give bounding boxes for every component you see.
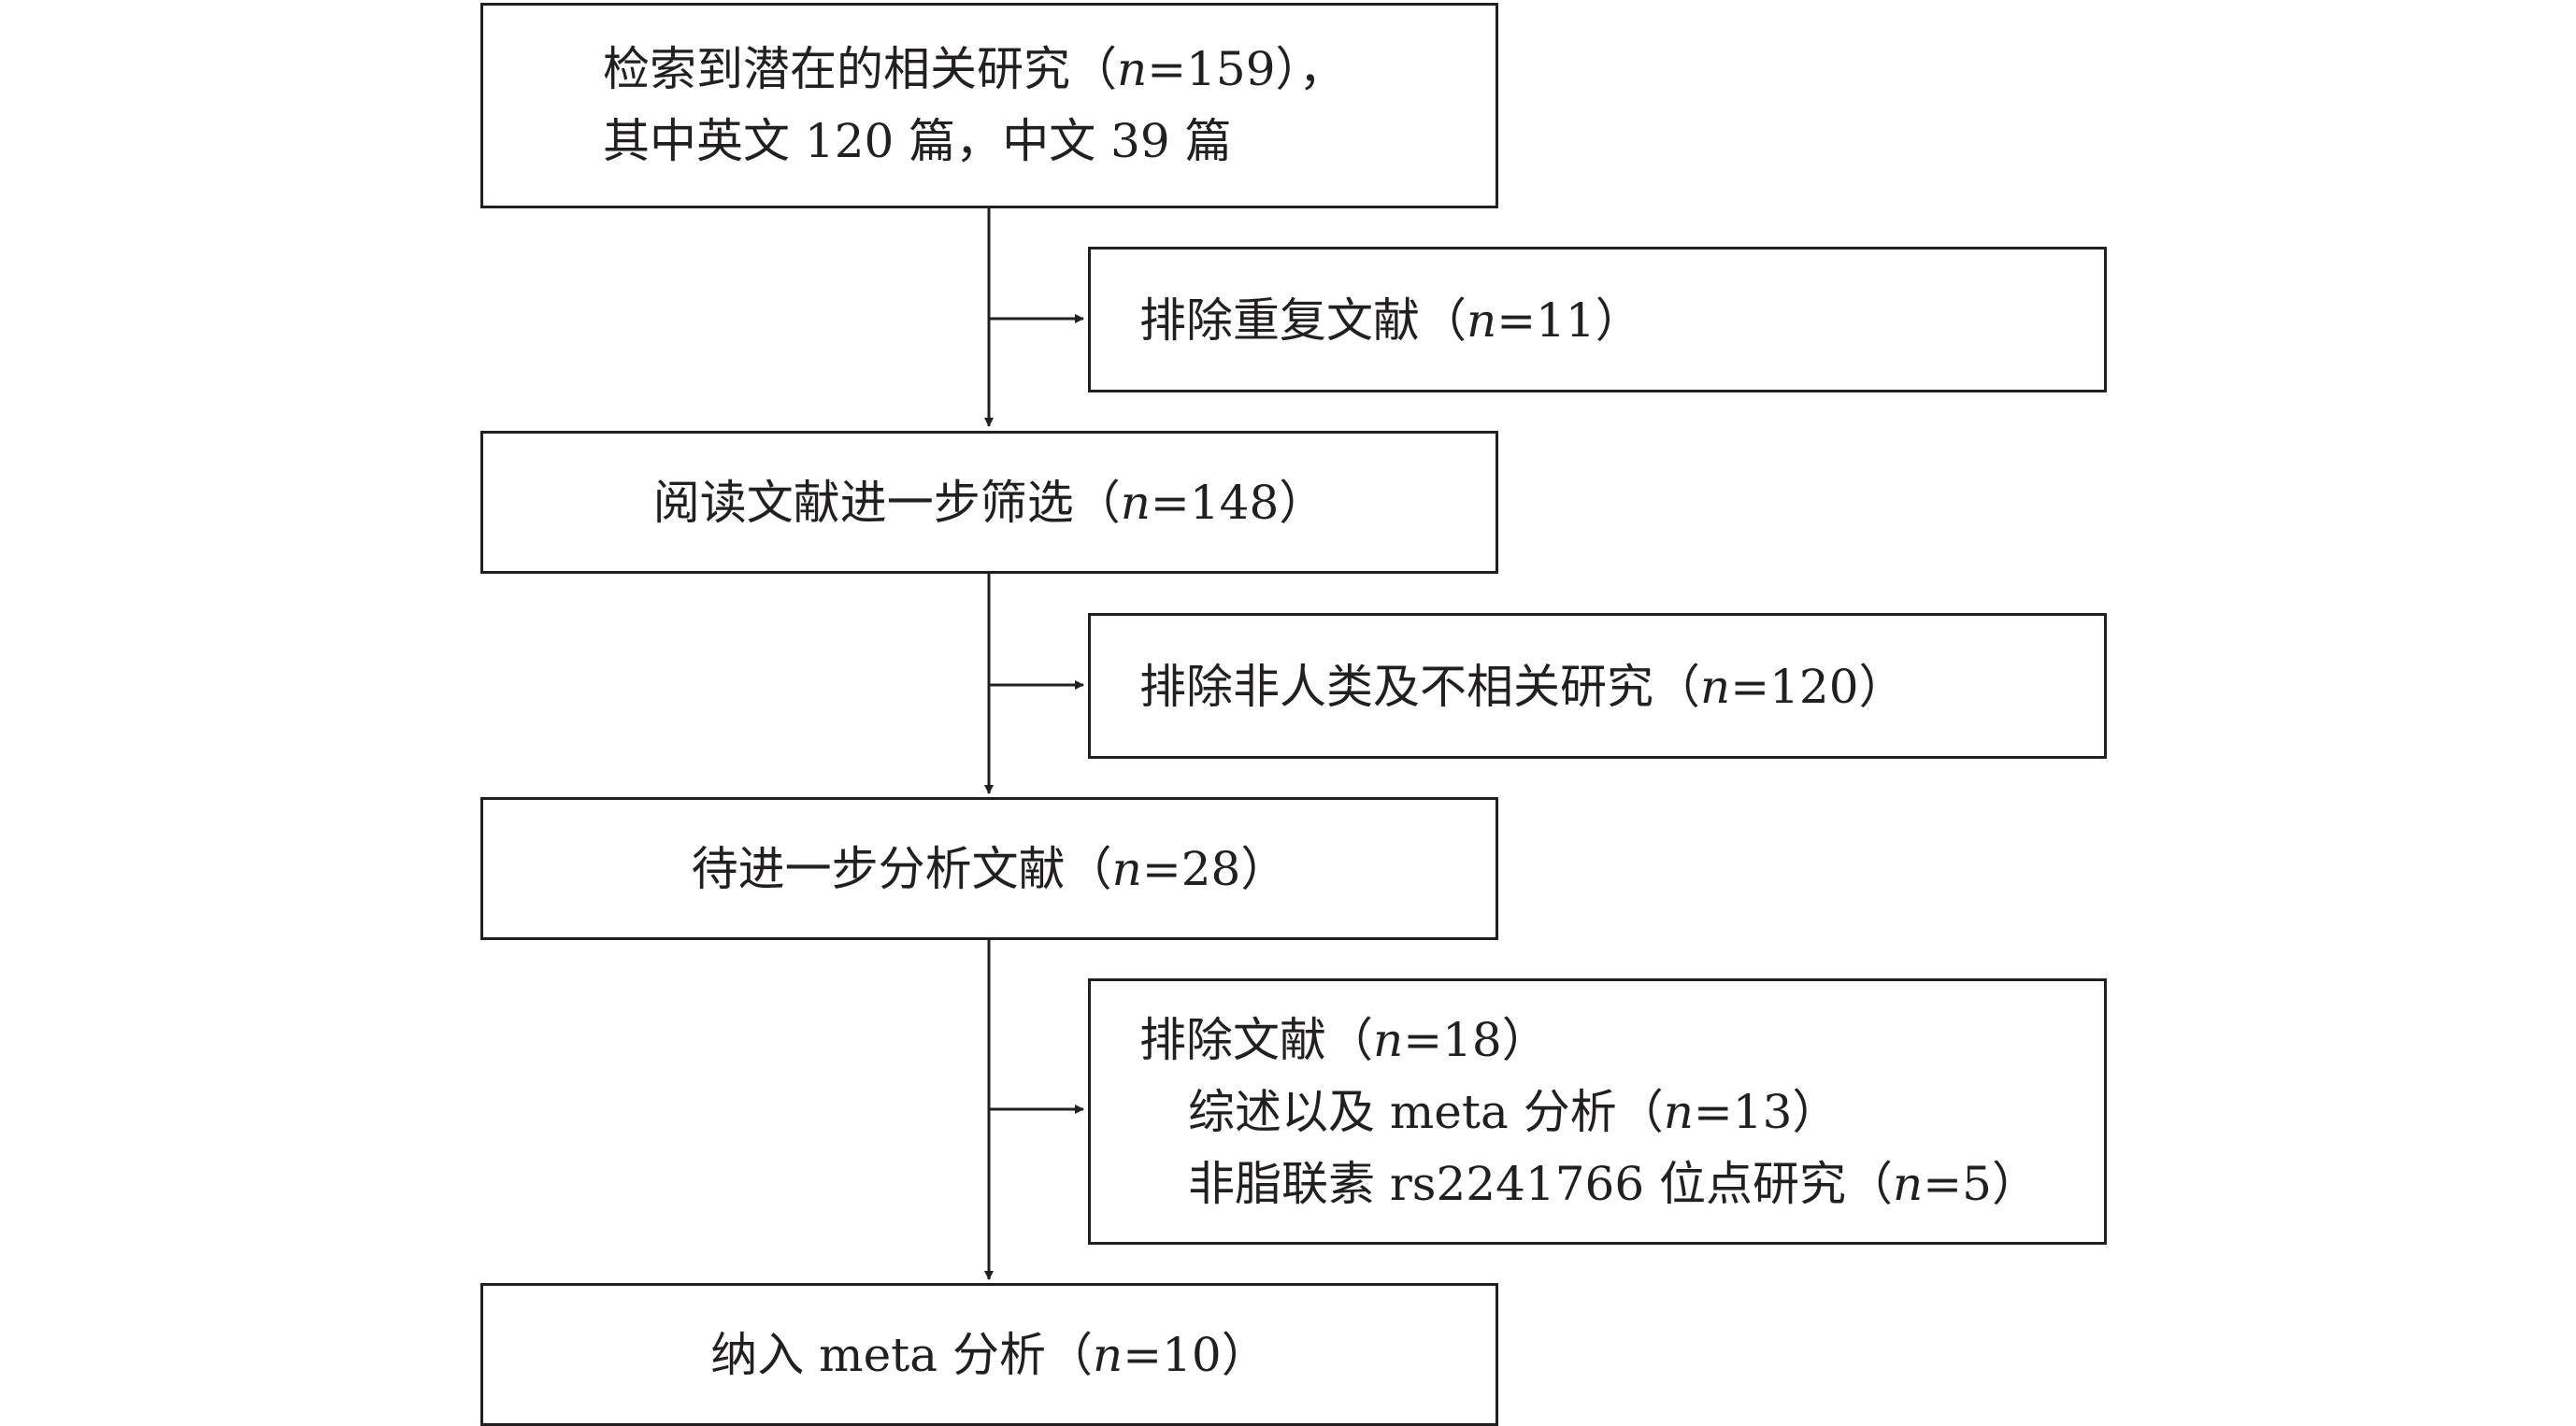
box-identified-studies: 检索到潜在的相关研究（n=159）， 其中英文 120 篇，中文 39 篇 <box>480 3 1498 208</box>
identified-line-1: 检索到潜在的相关研究（n=159）， <box>603 42 1346 96</box>
identified-line-2: 其中英文 120 篇，中文 39 篇 <box>603 114 1232 168</box>
box-exclude-literature: 排除文献（n=18） 综述以及 meta 分析（n=13） 非脂联素 rs224… <box>1088 978 2107 1245</box>
box-exclude-duplicates: 排除重复文献（n=11） <box>1088 247 2107 392</box>
box-included: 纳入 meta 分析（n=10） <box>480 1283 1498 1426</box>
exclude-literature-line-1: 排除文献（n=18） <box>1139 1013 1549 1067</box>
further-analysis-text: 待进一步分析文献（n=28） <box>691 842 1288 896</box>
box-exclude-nonhuman: 排除非人类及不相关研究（n=120） <box>1088 613 2107 759</box>
box-further-analysis: 待进一步分析文献（n=28） <box>480 797 1498 940</box>
exclude-nonhuman-text: 排除非人类及不相关研究（n=120） <box>1139 660 1906 714</box>
exclude-duplicates-text: 排除重复文献（n=11） <box>1139 293 1642 348</box>
screening-text: 阅读文献进一步筛选（n=148） <box>652 476 1326 530</box>
exclude-literature-line-2: 综述以及 meta 分析（n=13） <box>1188 1085 1839 1139</box>
box-screening: 阅读文献进一步筛选（n=148） <box>480 431 1498 574</box>
included-text: 纳入 meta 分析（n=10） <box>710 1328 1268 1382</box>
exclude-literature-line-3: 非脂联素 rs2241766 位点研究（n=5） <box>1188 1157 2039 1211</box>
